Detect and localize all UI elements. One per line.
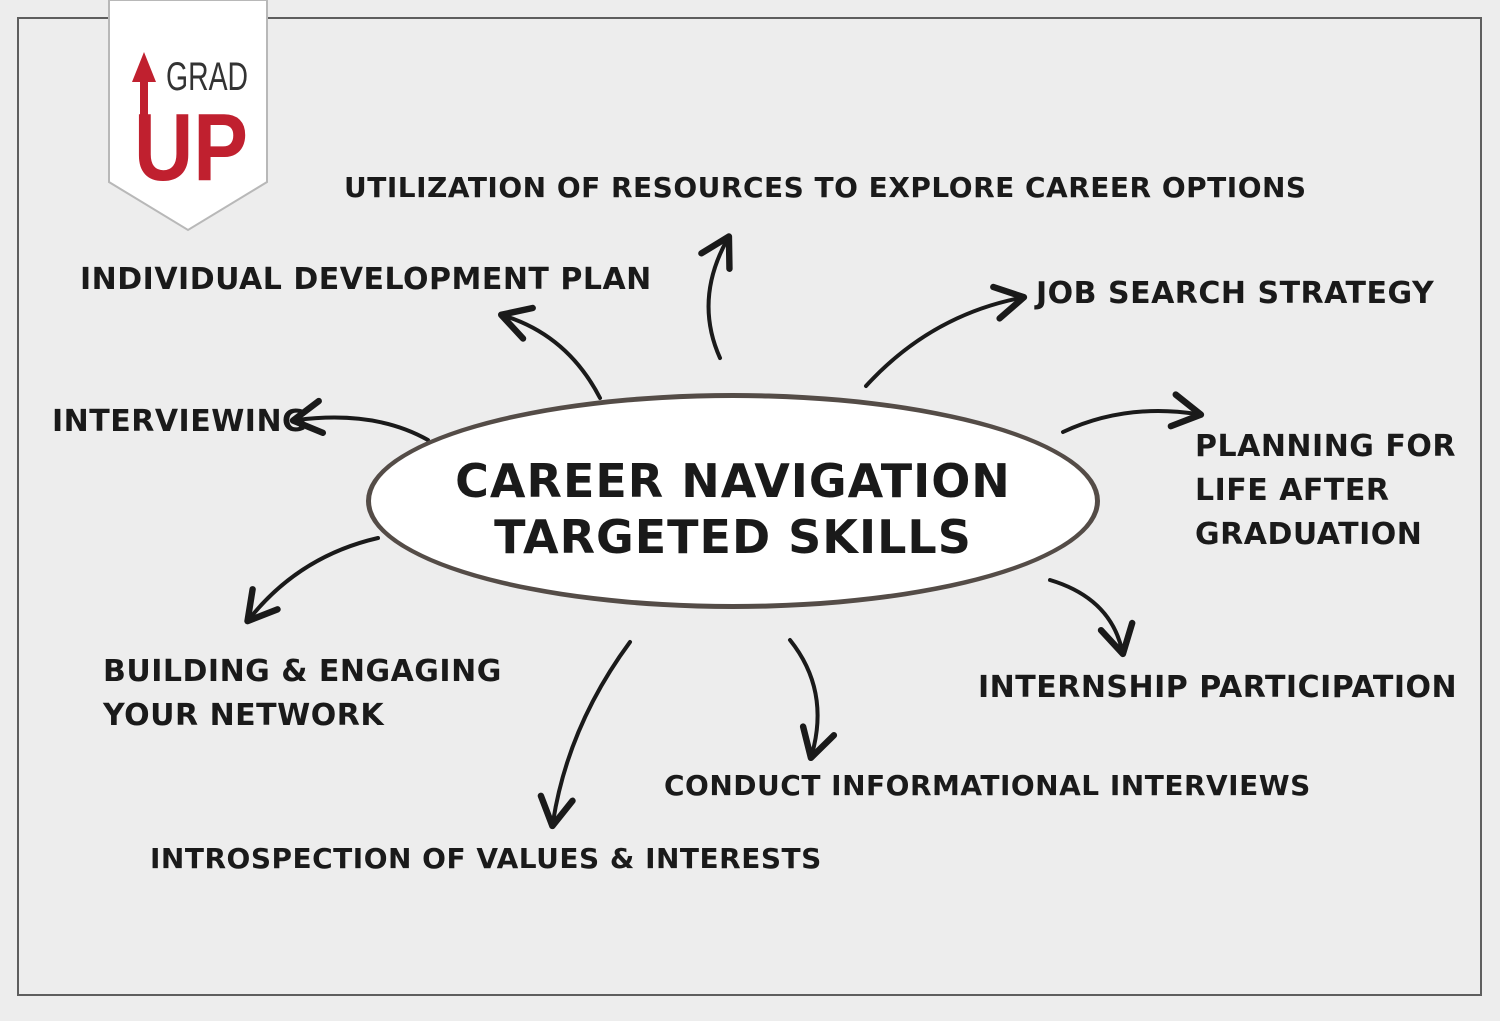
node-job-search: JOB SEARCH STRATEGY — [1036, 276, 1435, 311]
arrow-idp — [497, 304, 602, 400]
arrow-job-search — [864, 283, 1028, 388]
arrow-informational — [788, 638, 838, 762]
node-internship: INTERNSHIP PARTICIPATION — [978, 670, 1458, 705]
node-network: BUILDING & ENGAGING YOUR NETWORK — [103, 650, 502, 738]
arrow-interviewing — [289, 397, 430, 442]
node-introspection: INTROSPECTION OF VALUES & INTERESTS — [150, 842, 822, 875]
logo-grad-text: GRAD — [166, 55, 248, 99]
center-ellipse — [366, 393, 1100, 609]
arrow-introspection — [537, 640, 632, 830]
arrow-planning — [1061, 391, 1205, 434]
node-planning-line1: PLANNING FOR — [1195, 429, 1456, 464]
gradup-logo: GRAD UP — [108, 0, 268, 232]
arrow-internship — [1048, 578, 1136, 658]
node-planning: PLANNING FOR LIFE AFTER GRADUATION — [1195, 425, 1456, 557]
arrow-network — [244, 536, 380, 625]
up-arrow-icon — [132, 52, 156, 118]
arrow-utilization — [698, 233, 733, 360]
diagram-frame — [17, 17, 1482, 996]
node-utilization: UTILIZATION OF RESOURCES TO EXPLORE CARE… — [344, 171, 1307, 204]
node-network-line1: BUILDING & ENGAGING — [103, 654, 502, 689]
node-network-line2: YOUR NETWORK — [103, 698, 385, 733]
node-interviewing: INTERVIEWING — [52, 404, 308, 439]
center-title-line2: TARGETED SKILLS — [494, 510, 972, 564]
center-title: CAREER NAVIGATION TARGETED SKILLS — [366, 453, 1100, 565]
node-planning-line3: GRADUATION — [1195, 517, 1423, 552]
node-informational: CONDUCT INFORMATIONAL INTERVIEWS — [664, 769, 1311, 802]
node-idp: INDIVIDUAL DEVELOPMENT PLAN — [80, 262, 652, 297]
center-title-line1: CAREER NAVIGATION — [455, 454, 1011, 508]
node-planning-line2: LIFE AFTER — [1195, 473, 1390, 508]
logo-up-text: UP — [134, 94, 248, 201]
